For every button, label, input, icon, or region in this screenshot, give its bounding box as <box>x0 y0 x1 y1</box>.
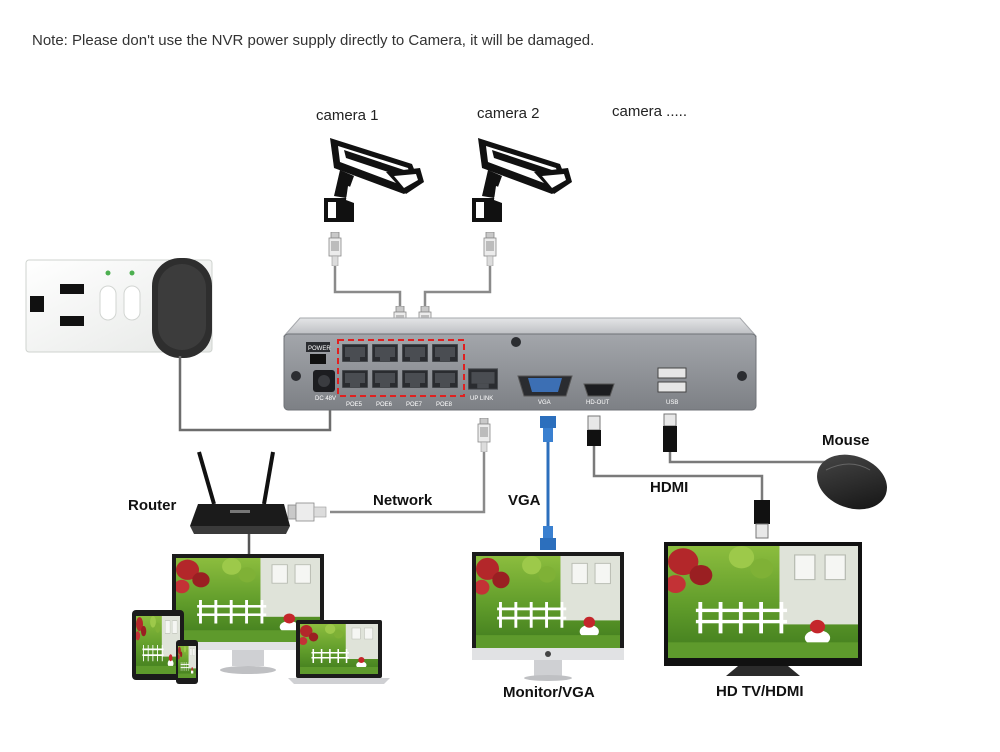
warning-note: Note: Please don't use the NVR power sup… <box>32 32 595 49</box>
mouse-label: Mouse <box>822 432 870 449</box>
phone-icon <box>176 640 198 684</box>
output-cables <box>247 442 830 556</box>
laptop-icon <box>288 620 390 684</box>
vga-connector-icon <box>540 526 556 550</box>
hdmi-connector-icon <box>587 415 601 446</box>
nvr-power-label: POWER <box>308 346 331 352</box>
nvr-device: POWER DC 48V POE5 POE6 POE7 POE8 <box>282 317 758 411</box>
usb-port-label: USB <box>666 400 678 406</box>
usb-connector-icon <box>663 413 677 452</box>
vga-port-label: VGA <box>538 400 551 406</box>
uplink-label: UP LINK <box>470 396 493 402</box>
hdmi-connector-icon <box>754 500 770 539</box>
camera-1-label: camera 1 <box>316 107 379 124</box>
monitor-label: Monitor/VGA <box>503 684 595 701</box>
nvr-dc-label: DC 48V <box>315 396 336 402</box>
router-icon <box>190 451 290 534</box>
ethernet-connector-icon <box>328 232 342 266</box>
vga-label: VGA <box>508 492 541 509</box>
mouse-icon <box>817 454 887 510</box>
tablet-icon <box>132 610 184 680</box>
ethernet-connector-icon <box>483 232 497 266</box>
poe-highlight <box>337 339 465 397</box>
camera-2-label: camera 2 <box>477 105 540 122</box>
tv-label: HD TV/HDMI <box>716 683 804 700</box>
router-label: Router <box>128 497 176 514</box>
hdmi-label: HDMI <box>650 479 688 496</box>
power-cable <box>178 356 332 432</box>
poe5-label: POE5 <box>346 402 363 408</box>
security-camera-icon <box>324 138 424 222</box>
poe8-label: POE8 <box>436 402 453 408</box>
vga-connector-icon <box>540 416 556 442</box>
vga-monitor-icon <box>472 552 624 681</box>
ethernet-connector-icon <box>477 418 491 452</box>
poe7-label: POE7 <box>406 402 423 408</box>
poe6-label: POE6 <box>376 402 393 408</box>
camera-more-label: camera ..... <box>612 103 687 120</box>
hd-tv-icon <box>664 542 862 676</box>
security-camera-icon <box>472 138 572 222</box>
ethernet-connector-icon <box>287 502 327 522</box>
power-adapter-icon <box>152 258 212 358</box>
camera-cables <box>333 265 492 308</box>
hdmi-port-label: HD-OUT <box>586 400 610 406</box>
network-label: Network <box>373 492 433 509</box>
uplink-port <box>468 368 498 390</box>
